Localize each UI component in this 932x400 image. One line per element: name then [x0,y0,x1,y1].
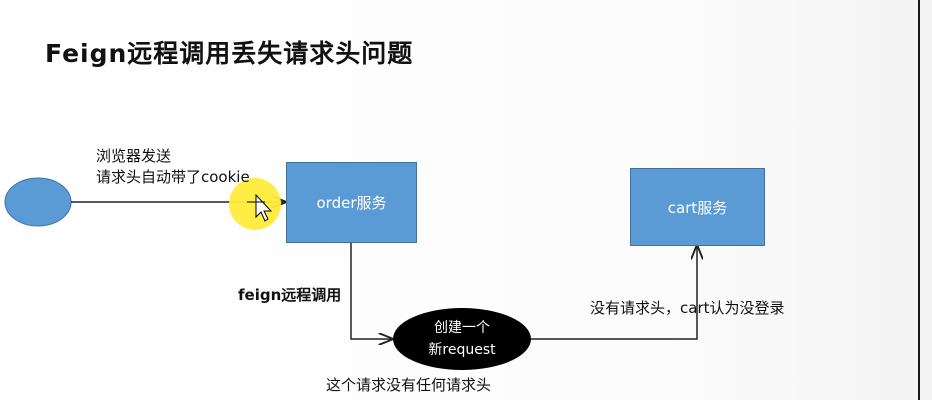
new-request-text: 创建一个 新request [402,317,522,361]
cart-not-logged-in-note: 没有请求头，cart认为没登录 [590,299,785,317]
cursor-icon [247,193,273,222]
new-request-line1: 创建一个 [434,320,490,336]
no-headers-note: 这个请求没有任何请求头 [326,376,492,394]
start-node [4,177,72,227]
browser-note-line2: 请求头自动带了cookie [96,168,250,186]
browser-note-line1: 浏览器发送 [96,147,172,165]
cursor-highlight [229,178,281,230]
order-service-box: order服务 [286,162,417,243]
arrow-order-to-new-request [350,241,392,339]
slide-border [918,0,920,400]
arrow-new-request-to-cart [531,246,697,340]
slide-title: Feign远程调用丢失请求头问题 [45,39,414,68]
order-service-label: order服务 [316,194,387,212]
browser-note: 浏览器发送 请求头自动带了cookie [96,146,250,188]
new-request-oval [393,308,531,370]
cart-service-box: cart服务 [630,168,765,246]
new-request-line2: 新request [428,342,496,358]
feign-call-label: feign远程调用 [238,286,342,304]
cart-service-label: cart服务 [667,198,728,217]
